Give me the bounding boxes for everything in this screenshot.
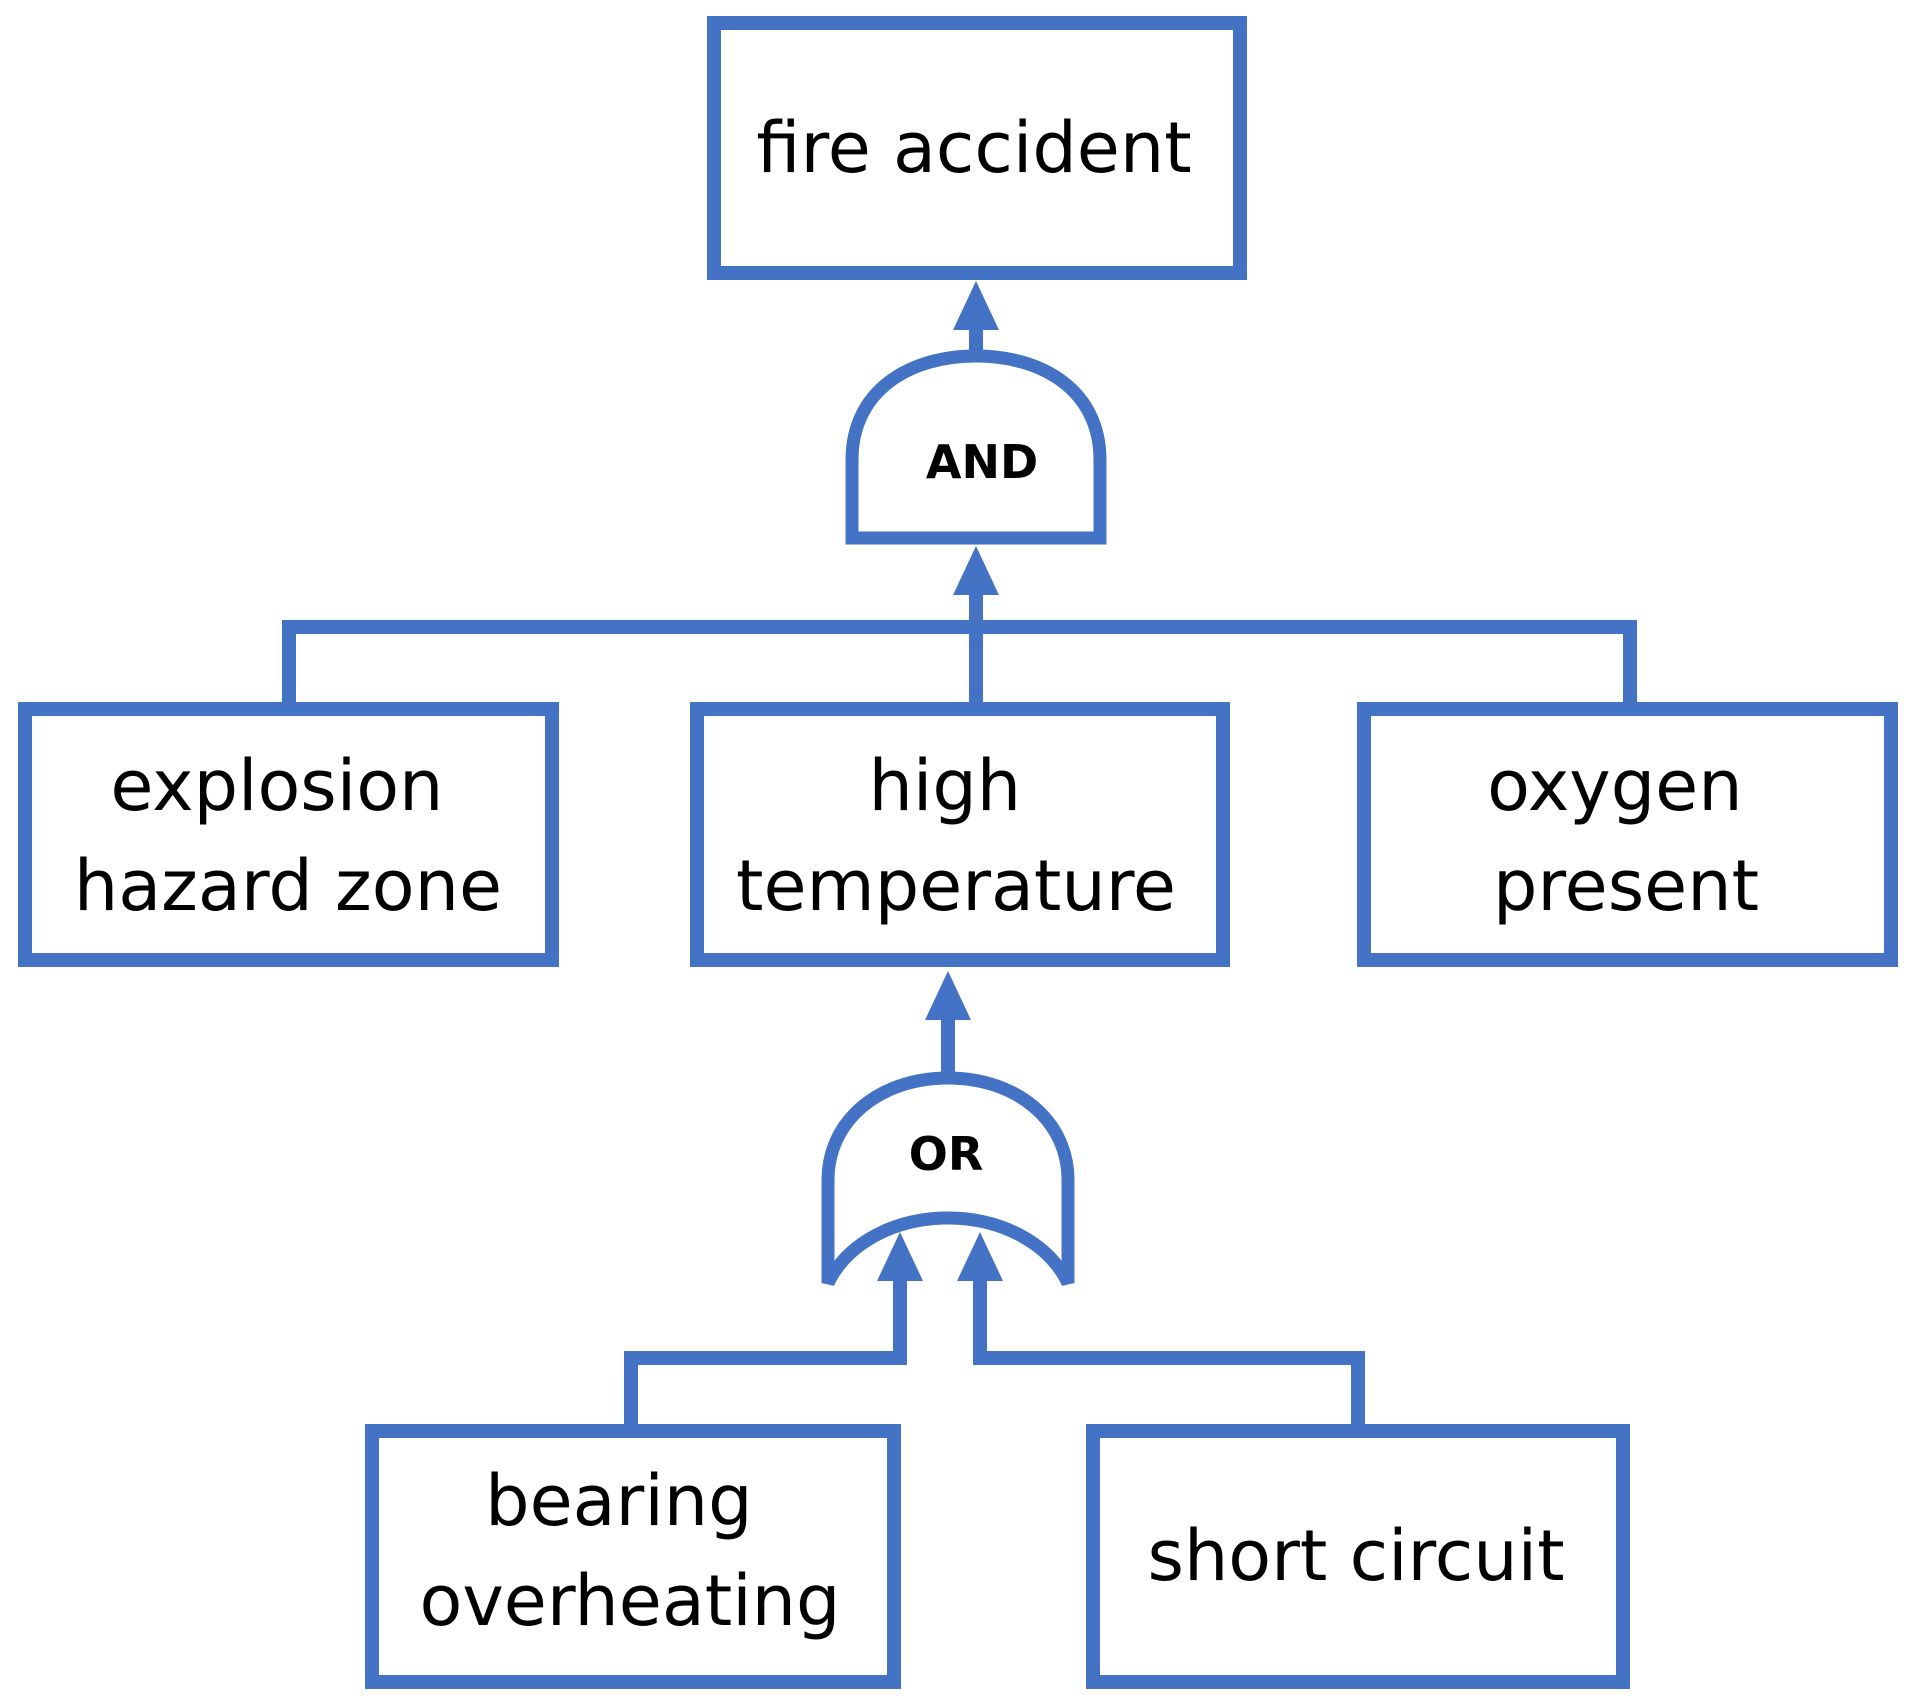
high-temperature-box: [690, 702, 1230, 967]
top-event-box: [707, 16, 1247, 280]
high-temperature-label: high temperature: [736, 745, 1176, 927]
connector-explosion-to-bus: [282, 620, 976, 702]
explosion-hazard-zone-line-1: explosion: [110, 745, 443, 827]
arrow-bearing-into-or: [877, 1232, 923, 1281]
or-gate: OR: [821, 1071, 1075, 1287]
or-gate-shape: [821, 1071, 1075, 1287]
bearing-overheating-line-2: overheating: [420, 1560, 841, 1642]
bearing-overheating-label: bearing overheating: [420, 1460, 841, 1642]
explosion-hazard-zone-line-2: hazard zone: [74, 845, 502, 927]
short-circuit-label: short circuit: [1147, 1515, 1564, 1597]
high-temperature-line-2: temperature: [736, 845, 1176, 927]
arrow-into-and-gate: [953, 546, 999, 595]
event-short-circuit: short circuit: [1086, 1424, 1630, 1689]
top-event-fire-accident: fire accident: [707, 16, 1247, 280]
oxygen-present-line-1: oxygen: [1487, 745, 1742, 827]
high-temperature-line-1: high: [869, 745, 1022, 827]
event-bearing-overheating: bearing overheating: [365, 1424, 901, 1689]
oxygen-present-box: [1357, 702, 1898, 967]
event-high-temperature: high temperature: [690, 702, 1230, 967]
event-explosion-hazard-zone: explosion hazard zone: [18, 702, 559, 967]
and-gate-label: AND: [926, 435, 1038, 489]
event-oxygen-present: oxygen present: [1357, 702, 1898, 967]
arrow-into-high-temperature: [925, 971, 971, 1020]
connector-short-circuit-to-or: [973, 1281, 1365, 1424]
and-gate: AND: [845, 349, 1107, 545]
bearing-overheating-line-1: bearing: [485, 1460, 752, 1542]
bearing-overheating-box: [365, 1424, 901, 1689]
top-event-label: fire accident: [756, 107, 1191, 189]
short-circuit-box: [1086, 1424, 1630, 1689]
or-gate-label: OR: [909, 1127, 984, 1181]
explosion-hazard-zone-label: explosion hazard zone: [74, 745, 502, 927]
explosion-hazard-zone-box: [18, 702, 559, 967]
oxygen-present-label: oxygen present: [1487, 745, 1765, 927]
connector-bearing-to-or: [624, 1281, 907, 1424]
connector-oxygen-to-bus: [976, 620, 1637, 702]
and-gate-shape: [845, 349, 1107, 545]
arrow-into-top-event: [953, 281, 999, 330]
oxygen-present-line-2: present: [1493, 845, 1759, 927]
arrow-short-circuit-into-or: [957, 1232, 1003, 1281]
